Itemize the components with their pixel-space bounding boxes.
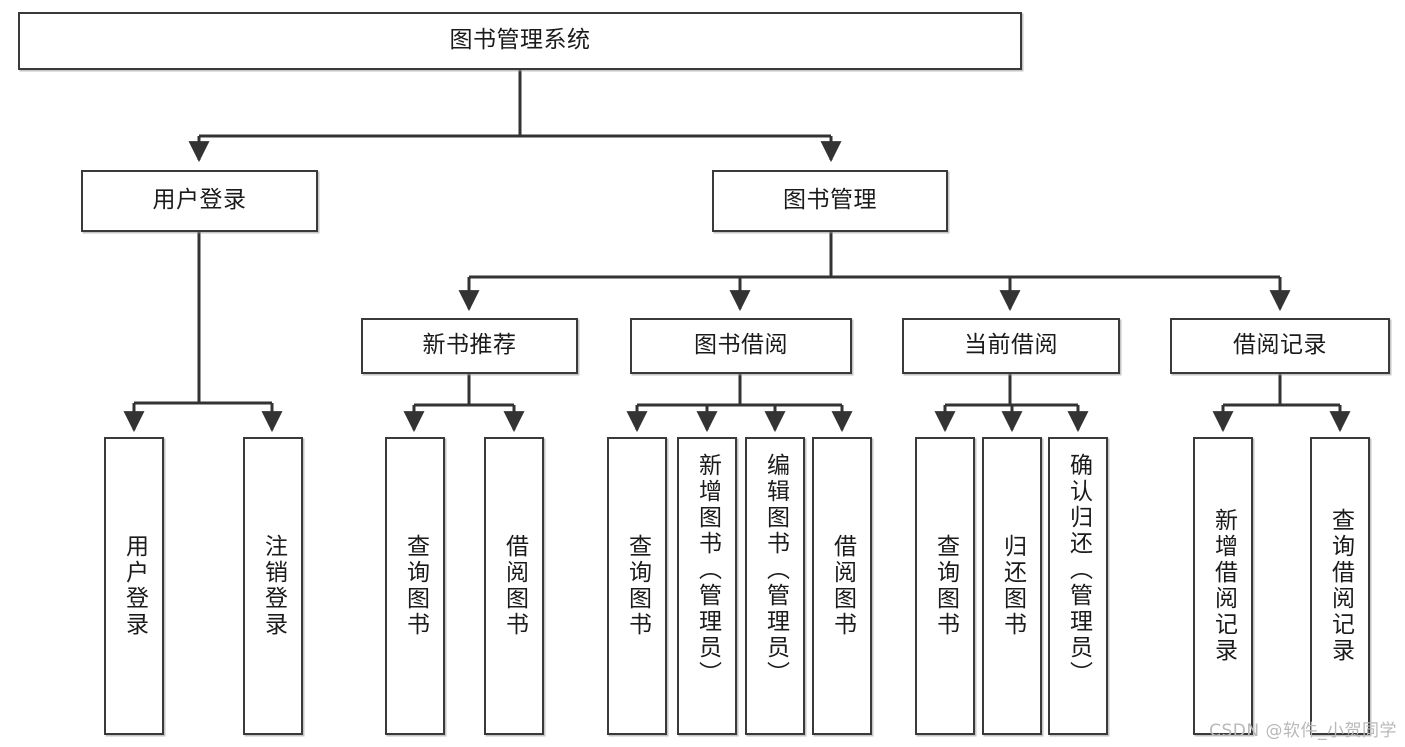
node-leaf-confirm-return[interactable]: 确认归还（管理员） [1048,437,1108,735]
node-root-label: 图书管理系统 [449,27,591,54]
node-leaf-user-logout-label: 注销登录 [260,534,287,638]
node-leaf-user-login[interactable]: 用户登录 [104,437,164,735]
node-new-book-recommend-label: 新书推荐 [422,332,517,359]
node-new-book-recommend[interactable]: 新书推荐 [361,318,578,374]
node-user-login-label: 用户登录 [152,187,247,214]
node-leaf-add-book[interactable]: 新增图书（管理员） [677,437,737,735]
node-leaf-query-book-3-label: 查询图书 [932,534,959,638]
node-leaf-query-record[interactable]: 查询借阅记录 [1310,437,1370,735]
node-leaf-user-logout[interactable]: 注销登录 [243,437,303,735]
node-book-borrow[interactable]: 图书借阅 [630,318,852,374]
node-root[interactable]: 图书管理系统 [18,12,1022,70]
node-leaf-query-book-1[interactable]: 查询图书 [385,437,445,735]
node-leaf-borrow-book-1-label: 借阅图书 [501,534,528,638]
node-leaf-add-record-label: 新增借阅记录 [1210,508,1237,664]
node-leaf-edit-book-label: 编辑图书（管理员） [762,453,789,687]
node-book-borrow-label: 图书借阅 [694,332,788,359]
node-leaf-query-book-3[interactable]: 查询图书 [915,437,975,735]
node-book-manage[interactable]: 图书管理 [712,170,948,232]
node-user-login[interactable]: 用户登录 [81,170,318,232]
node-leaf-edit-book[interactable]: 编辑图书（管理员） [745,437,805,735]
node-leaf-return-book-label: 归还图书 [999,534,1026,638]
node-leaf-add-record[interactable]: 新增借阅记录 [1193,437,1253,735]
node-leaf-query-book-2-label: 查询图书 [624,534,651,638]
csdn-watermark: CSDN @软件_小贺同学 [1209,721,1397,741]
node-current-borrow[interactable]: 当前借阅 [902,318,1120,374]
node-leaf-user-login-label: 用户登录 [121,534,148,638]
node-leaf-borrow-book-2-label: 借阅图书 [829,534,856,638]
node-leaf-borrow-book-2[interactable]: 借阅图书 [812,437,872,735]
node-book-manage-label: 图书管理 [783,187,877,214]
node-borrow-record-label: 借阅记录 [1233,332,1327,359]
node-leaf-add-book-label: 新增图书（管理员） [694,453,721,687]
node-leaf-query-book-1-label: 查询图书 [402,534,429,638]
node-current-borrow-label: 当前借阅 [964,332,1058,359]
node-leaf-confirm-return-label: 确认归还（管理员） [1065,453,1092,687]
node-borrow-record[interactable]: 借阅记录 [1170,318,1390,374]
node-leaf-query-book-2[interactable]: 查询图书 [607,437,667,735]
node-leaf-borrow-book-1[interactable]: 借阅图书 [484,437,544,735]
node-leaf-query-record-label: 查询借阅记录 [1327,508,1354,664]
node-leaf-return-book[interactable]: 归还图书 [982,437,1042,735]
